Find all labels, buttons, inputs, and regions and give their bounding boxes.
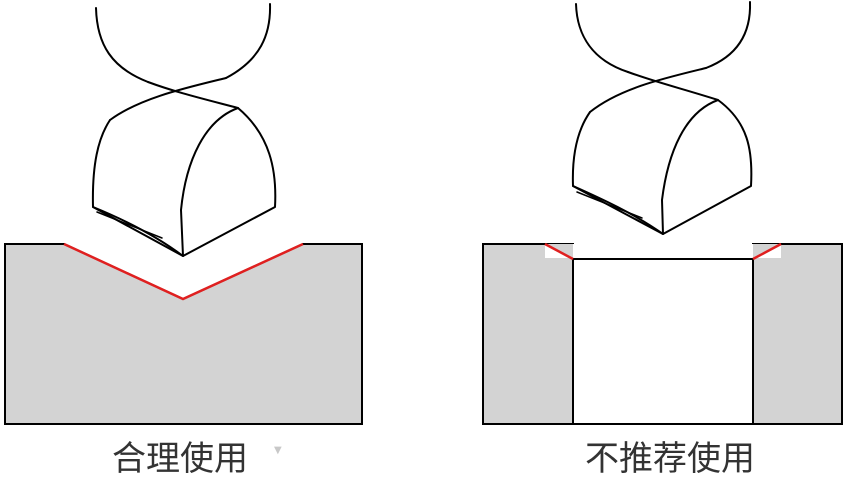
caption-good-practice: 合理使用 <box>112 439 248 479</box>
caption-not-recommended: 不推荐使用 <box>585 439 755 479</box>
panel-not-recommended <box>482 1 843 425</box>
drill-bit-right <box>571 1 753 235</box>
workpiece-block-left <box>4 243 363 425</box>
through-hole <box>572 258 754 425</box>
workpiece-wall-left <box>482 243 574 425</box>
contact-edge-right-b <box>752 242 782 261</box>
workpiece-wall-right <box>752 243 843 425</box>
panel-good-practice <box>4 3 363 425</box>
hole-opening <box>545 244 781 258</box>
drill-bit-left <box>91 3 277 257</box>
contact-edge-left <box>63 242 304 301</box>
contact-edge-right-a <box>544 242 574 261</box>
chevron-down-icon[interactable]: ▼ <box>274 445 282 456</box>
